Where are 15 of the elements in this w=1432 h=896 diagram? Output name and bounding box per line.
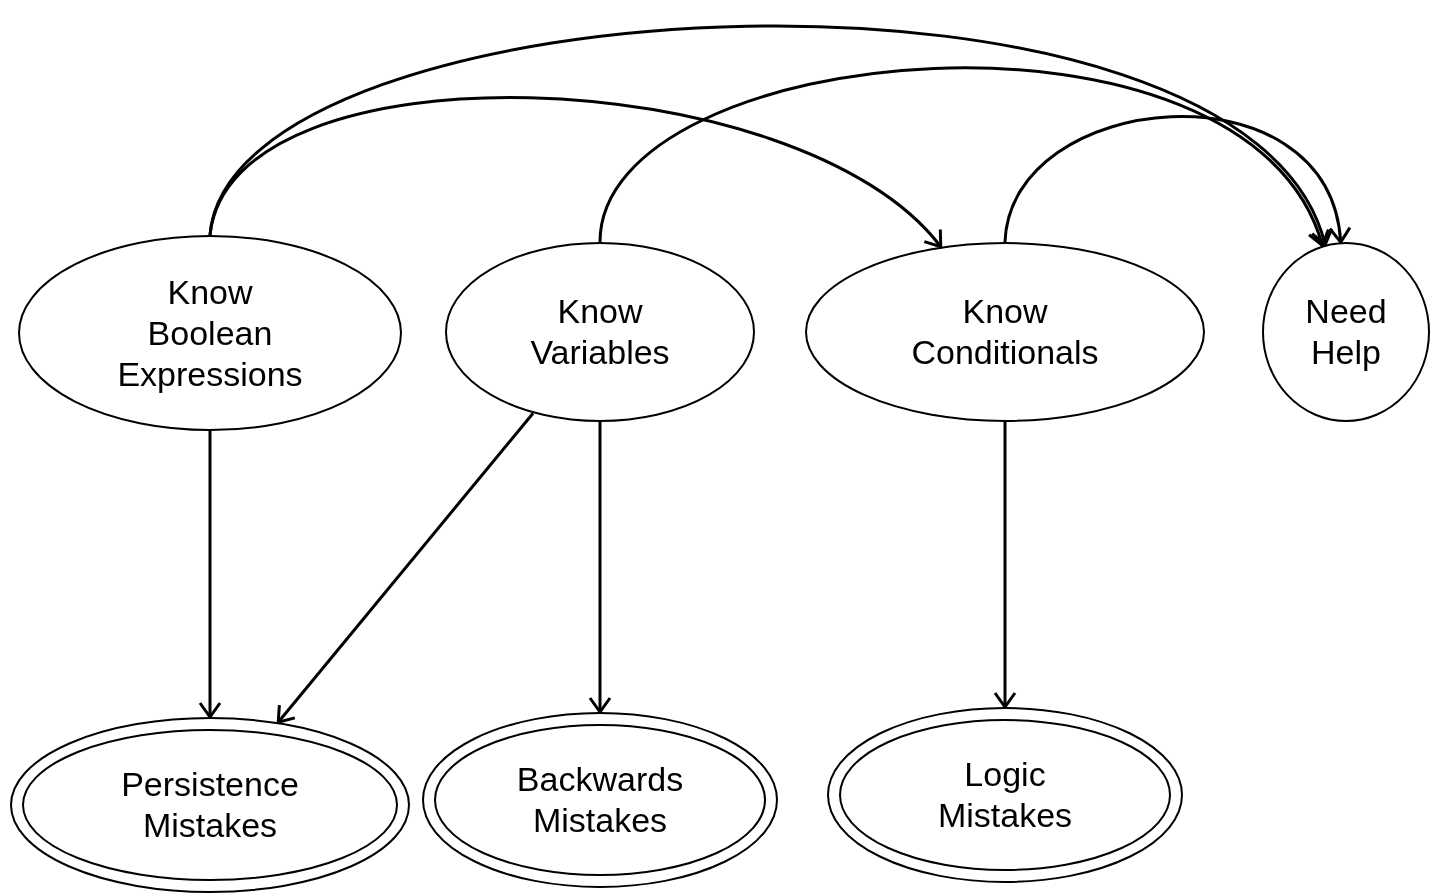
arrow	[588, 422, 612, 714]
node-label: Need Help	[1304, 291, 1388, 373]
node-label: Know Boolean Expressions	[116, 271, 304, 395]
arrow	[208, 96, 943, 249]
arrow	[276, 412, 535, 724]
node-label: Persistence Mistakes	[120, 764, 300, 846]
node-label: Know Variables	[529, 291, 671, 373]
node-label: Logic Mistakes	[936, 754, 1074, 836]
node-label: Know Conditionals	[910, 291, 1100, 373]
node-label: Backwards Mistakes	[515, 759, 685, 841]
arrow	[198, 431, 222, 719]
arrow	[208, 24, 1330, 247]
arrow	[598, 67, 1327, 248]
arrow	[1003, 115, 1350, 244]
arrow	[993, 422, 1017, 709]
